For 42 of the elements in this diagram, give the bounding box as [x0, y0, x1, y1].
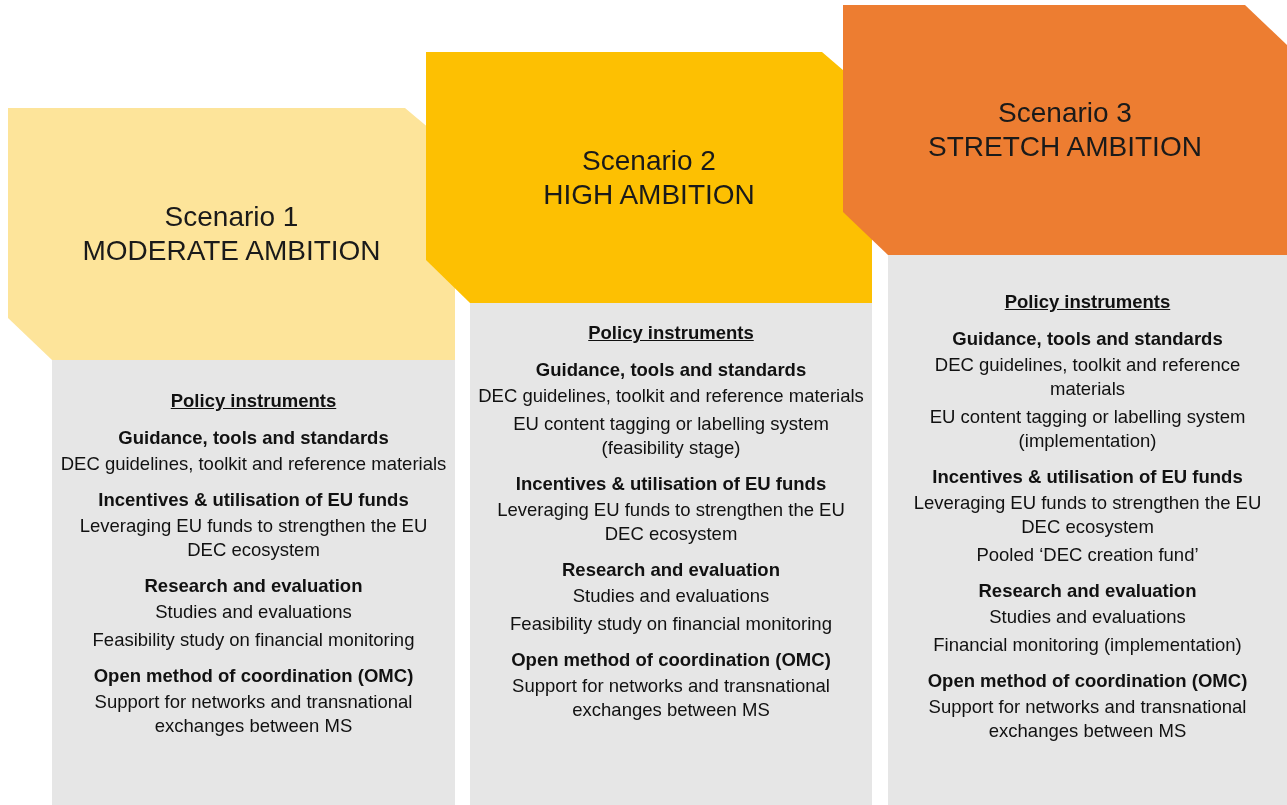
category-heading: Research and evaluation — [562, 558, 780, 582]
instruments-panel — [52, 360, 455, 805]
instrument-text: Support for networks and transnational exchanges between MS — [511, 674, 831, 722]
scenario-title: STRETCH AMBITION — [928, 130, 1202, 164]
instrument-text: EU content tagging or labelling system (implementation) — [928, 405, 1247, 453]
scenario-title: Scenario 1 — [164, 200, 299, 234]
category-heading: Research and evaluation — [144, 574, 363, 598]
instrument-text: DEC guidelines, toolkit and reference materials — [478, 384, 864, 408]
instrument-text: Support for networks and transnational exchanges between MS — [93, 690, 414, 738]
instrument-text: EU content tagging or labelling system (feasibility stage) — [512, 412, 830, 460]
scenario-title: HIGH AMBITION — [543, 177, 755, 212]
scenario-title: Scenario 2 — [582, 143, 716, 178]
instrument-text: Leveraging EU funds to strengthen the EU DEC ecosystem — [912, 491, 1263, 539]
category-heading: Open method of coordination (OMC) — [511, 648, 831, 672]
instrument-text: Feasibility study on financial monitoring — [92, 628, 415, 652]
instrument-text: Support for networks and transnational exchanges between MS — [927, 695, 1248, 743]
instrument-text: DEC guidelines, toolkit and reference materials — [933, 353, 1242, 401]
panel-heading: Policy instruments — [1004, 291, 1171, 313]
instrument-text: Leveraging EU funds to strengthen the EU DEC ecosystem — [496, 498, 846, 546]
panel-heading: Policy instruments — [170, 390, 337, 412]
instruments-panel — [470, 303, 872, 805]
instrument-text: Pooled ‘DEC creation fund’ — [976, 543, 1199, 567]
category-heading: Guidance, tools and standards — [118, 426, 389, 450]
category-heading: Incentives & utilisation of EU funds — [98, 488, 409, 512]
category-heading: Research and evaluation — [978, 579, 1197, 603]
category-heading: Guidance, tools and standards — [952, 327, 1223, 351]
instruments-panel — [888, 255, 1287, 805]
panel-heading: Policy instruments — [588, 322, 754, 344]
instrument-text: Feasibility study on financial monitoring — [510, 612, 832, 636]
instrument-text: Financial monitoring (implementation) — [933, 633, 1242, 657]
instrument-text: Studies and evaluations — [155, 600, 352, 624]
category-heading: Incentives & utilisation of EU funds — [932, 465, 1243, 489]
category-heading: Incentives & utilisation of EU funds — [515, 472, 827, 496]
scenario-title: Scenario 3 — [998, 96, 1132, 130]
instrument-text: Leveraging EU funds to strengthen the EU DEC ecosystem — [78, 514, 429, 562]
instrument-text: DEC guidelines, toolkit and reference materials — [60, 452, 447, 476]
scenario-title: MODERATE AMBITION — [82, 234, 381, 268]
category-heading: Open method of coordination (OMC) — [93, 664, 414, 688]
instrument-text: Studies and evaluations — [572, 584, 770, 608]
category-heading: Open method of coordination (OMC) — [927, 669, 1248, 693]
category-heading: Guidance, tools and standards — [535, 358, 807, 382]
instrument-text: Studies and evaluations — [989, 605, 1186, 629]
